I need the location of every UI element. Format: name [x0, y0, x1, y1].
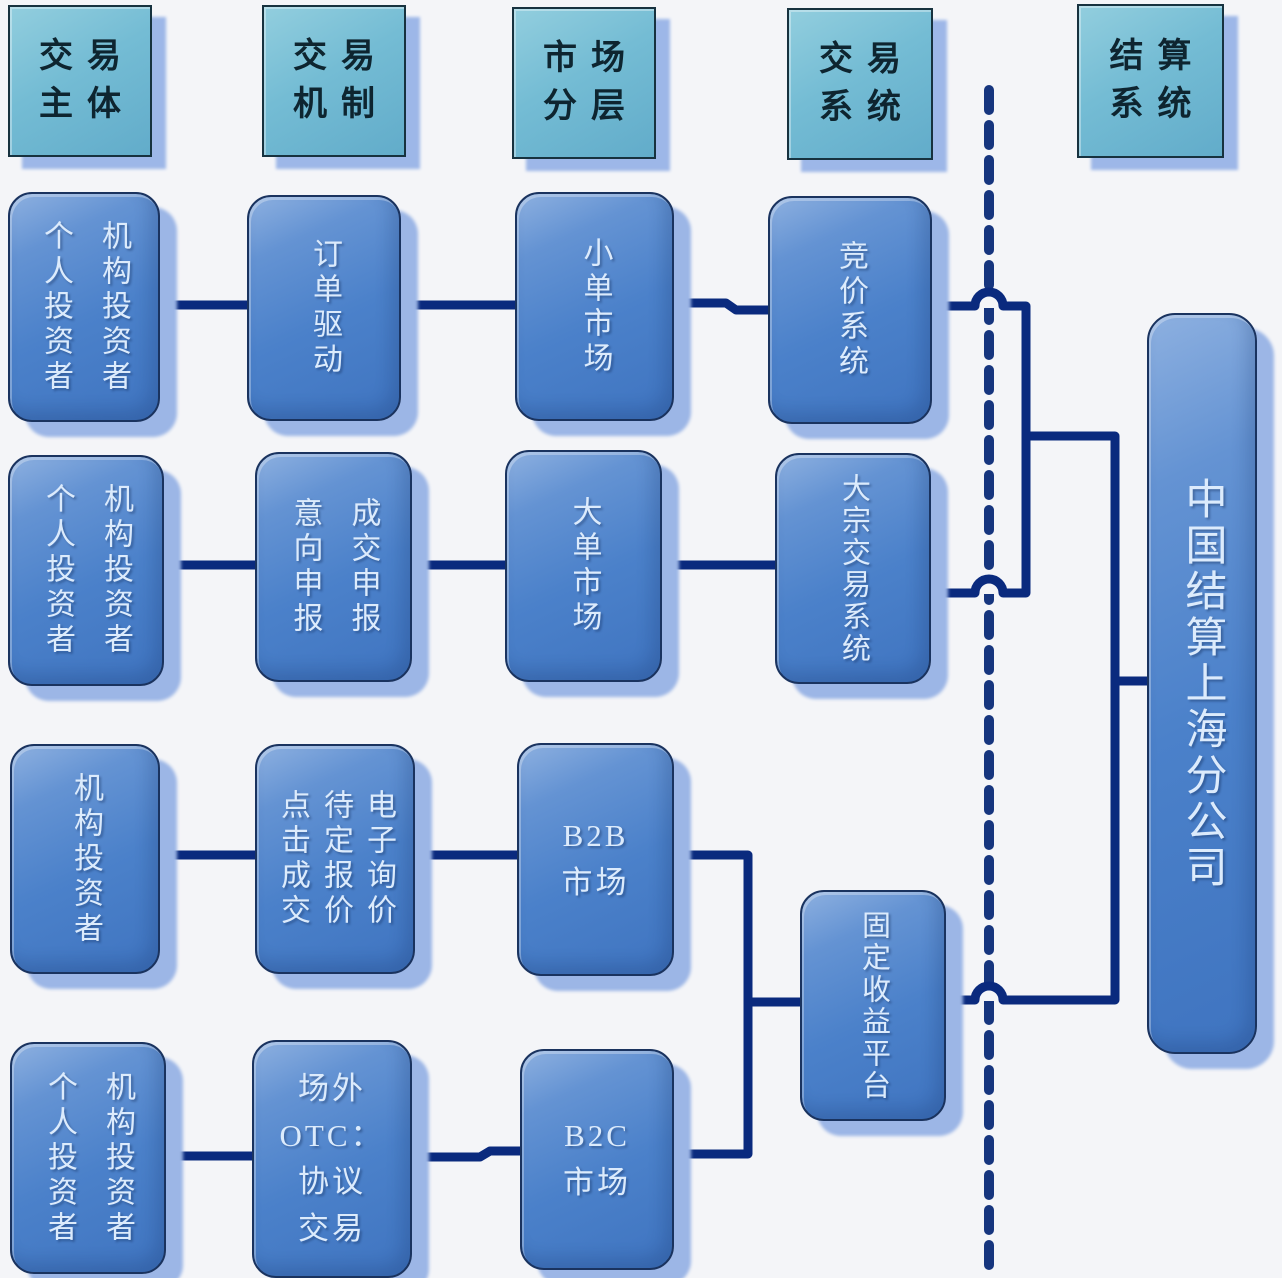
box-b2b-market: B2B 市场: [517, 743, 674, 976]
connector-auction-block-trunk: [915, 287, 1031, 598]
box-label-column: 小单市场: [578, 236, 612, 377]
box-label-line: 协议: [298, 1164, 366, 1199]
box-label-column: 竞价系统: [834, 240, 867, 380]
box-label-line: B2B: [562, 818, 629, 853]
box-label-column: 大单市场: [567, 496, 601, 636]
box-large-order-market: 大单市场: [505, 450, 662, 682]
header-trading-mechanism: 交易机制: [262, 5, 406, 157]
box-label-column: 订单驱动: [308, 238, 341, 378]
box-auction-system: 竞价系统: [768, 196, 932, 424]
box-label-column: 点击成交: [276, 789, 309, 929]
box-label-line: OTC：: [279, 1117, 385, 1153]
box-label-column: 固定收益平台: [857, 909, 890, 1102]
box-small-order-market: 小单市场: [515, 192, 674, 421]
header-trading-subject: 交易主体: [8, 5, 152, 157]
box-order-driven: 订单驱动: [247, 195, 401, 421]
header-label: 结算系统: [1109, 37, 1206, 123]
header-market-layering: 市场分层: [512, 7, 656, 159]
box-china-settlement-shanghai-branch: 中国结算上海分公司: [1147, 313, 1257, 1054]
box-label-column: 电子询价: [362, 789, 395, 929]
connector-row1-market-system: [661, 298, 777, 315]
box-label-line: 交易: [298, 1210, 366, 1246]
box-label-column: 机构投资者: [69, 771, 102, 947]
box-row2-individual-institutional-investors: 个人投资者 机构投资者: [8, 455, 164, 686]
box-otc-agreement-trading: 场外 OTC： 协议 交易: [252, 1040, 412, 1278]
box-label-column: 个人投资者: [43, 1070, 76, 1246]
box-click-trade-pending-quote-einquiry: 点击成交 待定报价 电子询价: [255, 744, 415, 974]
header-label: 市场分层: [543, 39, 639, 125]
connector-b2b-b2c-trunk: [661, 850, 753, 1159]
box-label-column: 个人投资者: [39, 219, 72, 395]
box-label-column: 成交申报: [346, 497, 380, 637]
header-label: 交易机制: [293, 37, 389, 123]
box-label-line: 场外: [298, 1071, 366, 1106]
box-label-column: 大宗交易系统: [837, 472, 870, 665]
box-label-line: 市场: [563, 1164, 631, 1200]
box-intention-transaction-declaration: 意向申报 成交申报: [255, 452, 412, 682]
box-fixed-income-platform: 固定收益平台: [800, 890, 946, 1121]
box-b2c-market: B2C 市场: [520, 1049, 674, 1270]
box-label-column: 机构投资者: [99, 483, 132, 658]
box-label-column: 意向申报: [288, 497, 322, 637]
connector-trunk-to-settlement: [933, 431, 1120, 1005]
box-row1-individual-institutional-investors: 个人投资者 机构投资者: [8, 192, 160, 422]
box-label-column: 待定报价: [319, 789, 352, 929]
box-label-line: 市场: [561, 864, 630, 900]
box-institutional-investors: 机构投资者: [10, 744, 160, 974]
header-trading-system: 交易系统: [787, 8, 933, 160]
header-label: 交易系统: [819, 40, 915, 126]
box-block-trading-system: 大宗交易系统: [775, 453, 931, 684]
box-label-column: 个人投资者: [41, 483, 74, 658]
box-label-column: 机构投资者: [101, 1070, 134, 1246]
box-label-line: B2C: [564, 1118, 630, 1153]
connector-row4-mechanism-market: [399, 1146, 529, 1162]
header-settlement-system: 结算系统: [1077, 4, 1224, 158]
header-label: 交易主体: [39, 37, 135, 123]
box-label-column: 中国结算上海分公司: [1179, 476, 1225, 891]
box-row4-individual-institutional-investors: 个人投资者 机构投资者: [10, 1042, 166, 1274]
box-label-column: 机构投资者: [97, 219, 130, 395]
